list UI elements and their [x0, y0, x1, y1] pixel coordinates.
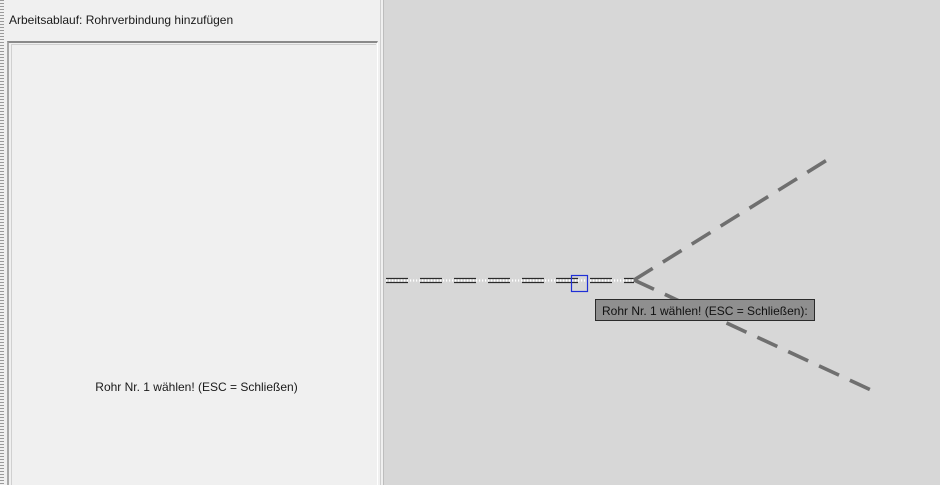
pick-cursor-box	[570, 274, 589, 293]
panel-resize-grip[interactable]	[0, 0, 4, 485]
panel-instruction-message: Rohr Nr. 1 wählen! (ESC = Schließen)	[95, 380, 298, 394]
panel-title: Arbeitsablauf: Rohrverbindung hinzufügen	[9, 13, 234, 27]
pipe-horizontal[interactable]	[386, 277, 634, 284]
panel-content-area: Rohr Nr. 1 wählen! (ESC = Schließen)	[7, 41, 378, 485]
panel-content-inner: Rohr Nr. 1 wählen! (ESC = Schließen)	[11, 44, 376, 485]
workflow-panel: Arbeitsablauf: Rohrverbindung hinzufügen…	[0, 0, 384, 485]
drawing-svg	[386, 158, 872, 392]
pipe-branch-lower[interactable]	[633, 278, 872, 392]
drawing-canvas[interactable]: Rohr Nr. 1 wählen! (ESC = Schließen):	[384, 0, 940, 485]
pipe-branch-upper[interactable]	[633, 158, 828, 282]
panel-splitter[interactable]	[380, 0, 384, 485]
cursor-tooltip: Rohr Nr. 1 wählen! (ESC = Schließen):	[595, 299, 815, 321]
